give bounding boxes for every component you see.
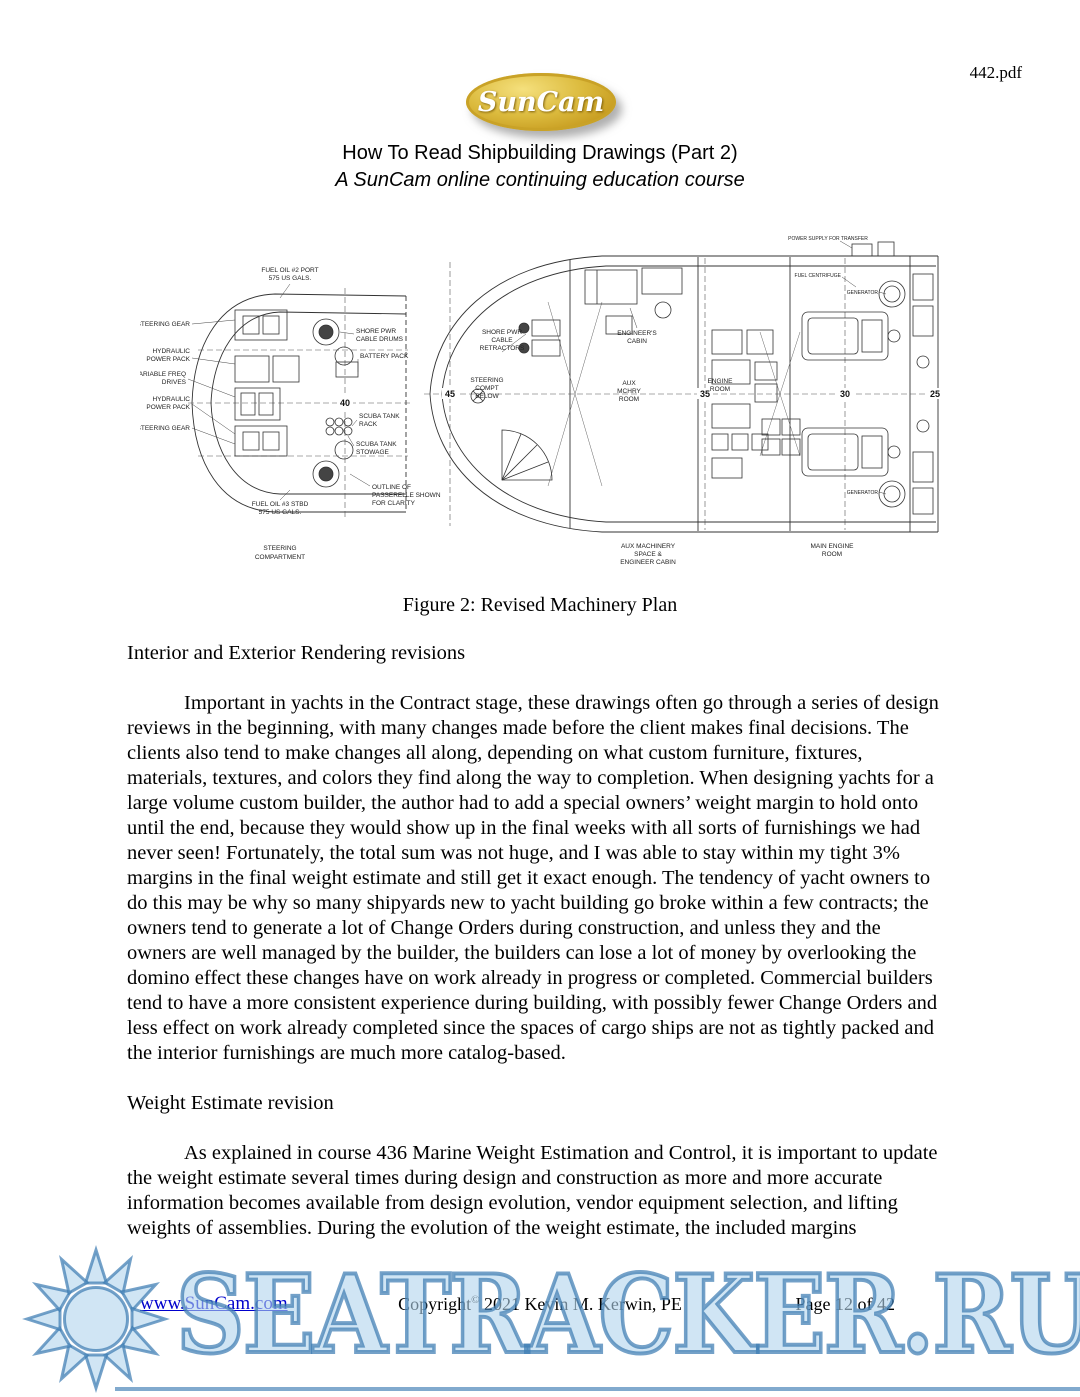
label-variable-freq-1: VARIABLE FREQ <box>140 371 186 378</box>
frame-numbers: 40 45 35 30 25 <box>340 389 940 408</box>
label-fuel-oil-stbd-1: FUEL OIL #3 STBD <box>252 501 309 508</box>
label-steering-gear-upper: STEERING GEAR <box>140 321 190 328</box>
hull-equipment <box>470 241 934 515</box>
frame-number-45: 45 <box>445 389 455 399</box>
course-subtitle: A SunCam online continuing education cou… <box>335 169 745 191</box>
copyright-text: Copyright© 2021 Kevin M. Kerwin, PE <box>0 1294 1080 1315</box>
label-shore-retractors-1: SHORE PWR <box>482 329 522 336</box>
label-engineers-cabin-2: CABIN <box>627 338 647 345</box>
label-steering-below-1: STEERING <box>470 377 503 384</box>
page-number: Page 12 of 42 <box>795 1294 895 1314</box>
label-passerelle-2: PASSERELLE SHOWN <box>372 492 441 499</box>
suncam-logo-text: SunCam <box>477 86 605 118</box>
frame-number-25: 25 <box>930 389 940 399</box>
caption-aux-space-2: SPACE & <box>634 551 662 558</box>
label-shore-retractors-3: RETRACTORS <box>480 345 525 352</box>
label-aux-mchry-1: AUX <box>622 380 636 387</box>
caption-main-engine-1: MAIN ENGINE <box>811 543 855 550</box>
label-aux-mchry-3: ROOM <box>619 396 639 403</box>
label-scuba-stow-2: STOWAGE <box>356 449 390 456</box>
label-fuel-oil-port-2: 575 US GALS. <box>269 275 312 282</box>
label-passerelle-1: OUTLINE OF <box>372 484 411 491</box>
label-passerelle-3: FOR CLARITY <box>372 500 416 507</box>
label-fuel-oil-port-1: FUEL OIL #2 PORT <box>261 267 318 274</box>
label-generator-lower: GENERATOR <box>847 490 879 496</box>
label-variable-freq-2: DRIVES <box>162 379 187 386</box>
caption-aux-space-3: ENGINEER CABIN <box>620 559 676 566</box>
label-scuba-stow-1: SCUBA TANK <box>356 441 397 448</box>
label-shore-retractors-2: CABLE <box>491 337 513 344</box>
stern-equipment <box>234 309 359 488</box>
copyright-symbol: © <box>471 1294 480 1306</box>
body-text: Interior and Exterior Rendering revision… <box>127 641 944 1266</box>
stern-leader-lines <box>187 283 371 501</box>
label-aux-mchry-2: MCHRY <box>617 388 641 395</box>
label-hyd-power-pack-lower-1: HYDRAULIC <box>152 396 190 403</box>
paragraph-rendering: Important in yachts in the Contract stag… <box>127 692 939 1064</box>
course-title: How To Read Shipbuilding Drawings (Part … <box>342 142 738 164</box>
plan-labels: FUEL OIL #2 PORT 575 US GALS. STEERING G… <box>135 236 879 566</box>
label-engine-room-2: ROOM <box>710 386 730 393</box>
hull-leader-lines <box>501 240 887 495</box>
label-steering-gear-lower: STEERING GEAR <box>140 425 190 432</box>
paragraph-weight: As explained in course 436 Marine Weight… <box>127 1142 938 1239</box>
label-fuel-oil-stbd-2: 575 US GALS. <box>259 509 302 516</box>
caption-aux-space-1: AUX MACHINERY <box>621 543 676 550</box>
label-scuba-rack-2: RACK <box>359 421 378 428</box>
figure-machinery-plan: FUEL OIL #2 PORT 575 US GALS. STEERING G… <box>135 232 943 578</box>
label-engine-room-1: ENGINE <box>708 378 734 385</box>
label-scuba-rack-1: SCUBA TANK <box>359 413 400 420</box>
label-hyd-power-pack-upper-1: HYDRAULIC <box>152 348 190 355</box>
stern-construction-lines <box>188 288 412 520</box>
caption-steering-compartment-2: COMPARTMENT <box>255 554 305 561</box>
label-steering-below-2: COMPT <box>475 385 499 392</box>
watermark-underline <box>115 1387 1080 1391</box>
frame-number-backgrounds <box>337 388 943 408</box>
section-heading-weight: Weight Estimate revision <box>127 1092 334 1114</box>
label-battery-pack: BATTERY PACK <box>360 353 409 360</box>
caption-steering-compartment-1: STEERING <box>263 545 296 552</box>
label-hyd-power-pack-lower-2: POWER PACK <box>146 404 190 411</box>
copyright-rest: 2021 Kevin M. Kerwin, PE <box>479 1294 682 1314</box>
sun-icon <box>22 1245 170 1393</box>
label-shore-pwr-drums-1: SHORE PWR <box>356 328 396 335</box>
suncam-logo: SunCam <box>466 73 616 131</box>
label-steering-below-3: BELOW <box>475 393 499 400</box>
machinery-plan-drawing: FUEL OIL #2 PORT 575 US GALS. STEERING G… <box>135 236 943 566</box>
suncam-link[interactable]: www.SunCam.com <box>140 1293 288 1314</box>
label-shore-pwr-drums-2: CABLE DRUMS <box>356 336 404 343</box>
label-power-supply: POWER SUPPLY FOR TRANSFER <box>788 236 868 242</box>
figure-caption: Figure 2: Revised Machinery Plan <box>402 594 678 616</box>
label-hyd-power-pack-upper-2: POWER PACK <box>146 356 190 363</box>
frame-number-40: 40 <box>340 398 350 408</box>
section-heading-rendering: Interior and Exterior Rendering revision… <box>127 642 466 664</box>
label-engineers-cabin-1: ENGINEER'S <box>617 330 657 337</box>
label-generator-upper: GENERATOR <box>847 290 879 296</box>
label-fuel-centrifuge: FUEL CENTRIFUGE <box>795 273 842 279</box>
frame-number-30: 30 <box>840 389 850 399</box>
caption-main-engine-2: ROOM <box>822 551 842 558</box>
frame-number-35: 35 <box>700 389 710 399</box>
copyright-prefix: Copyright <box>398 1294 472 1314</box>
pdf-filename: 442.pdf <box>969 63 1022 82</box>
